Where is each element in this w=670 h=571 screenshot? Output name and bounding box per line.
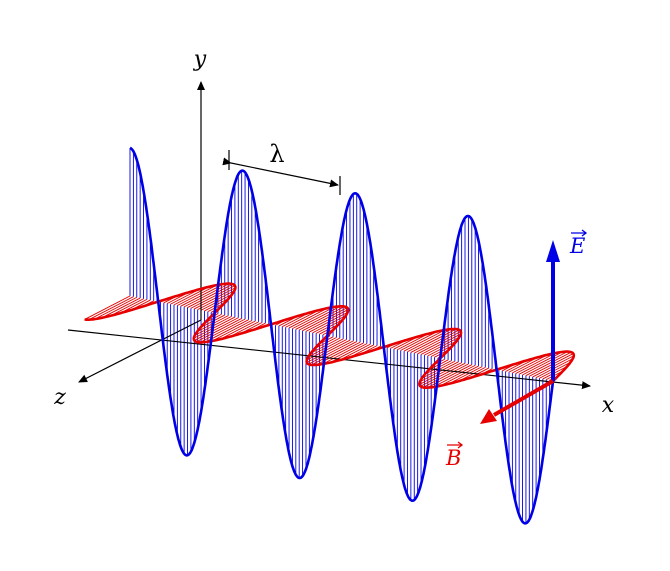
magnetic-hatch-line [196,318,242,343]
magnetic-hatch-line [311,341,357,366]
magnetic-hatch-line [542,366,568,380]
magnetic-hatch-line [432,364,476,388]
magnetic-hatch-line [298,306,345,331]
magnetic-hatch-line [211,320,253,342]
magnetic-hatch-line [419,362,462,385]
wavelength-label: λ [269,140,284,168]
magnetic-hatch-line [308,340,354,365]
magnetic-hatch-line [305,309,349,332]
x-axis-label: x [602,393,615,418]
magnetic-hatch-line [183,283,230,308]
magnetic-hatch-line [414,329,460,354]
magnetic-hatch-line [110,298,144,317]
svg-text:E: E [569,234,585,258]
magnetic-field-label: B [445,441,464,470]
magnetic-hatch-line [88,296,134,321]
magnetic-hatch-line [410,328,457,353]
electric-field-label: E [569,229,588,258]
magnetic-hatch-line [199,318,246,343]
magnetic-hatch-line [190,285,236,309]
z-axis-label: z [53,385,66,410]
magnetic-hatch-line [515,352,556,374]
magnetic-hatch-line [302,307,348,332]
magnetic-hatch-line [440,365,479,387]
magnetic-hatch-line [322,342,364,365]
wavelength-indicator: λ [222,140,341,195]
magnetic-hatch-line [220,320,256,340]
magnetic-field-vector [480,379,554,424]
y-axis-label: y [193,47,207,72]
magnetic-hatch-line [193,316,236,339]
magnetic-hatch-line [187,283,234,308]
magnetic-hatch-line [422,363,469,388]
magnetic-hatch-line [101,297,141,319]
magnetic-hatch-line [400,331,438,351]
magnetic-hatch-line [329,343,368,363]
magnetic-hatch-line [173,286,210,306]
x-axis [67,329,591,390]
magnetic-hatch-line [403,329,446,352]
magnetic-hatch-line [525,351,572,376]
magnetic-hatch-line [84,295,131,320]
magnetic-hatch-line [426,364,472,389]
magnetic-hatch-line [518,351,563,375]
magnetic-hatch-line [448,366,483,385]
magnetic-hatch-line [417,331,462,355]
magnetic-hatch-line [194,317,239,341]
magnetic-hatch-line [288,307,328,329]
magnetic-hatch-line [295,305,341,330]
magnetic-hatch-line [94,296,137,320]
magnetic-hatch-line [420,362,466,387]
z-axis [78,319,202,383]
magnetic-hatch-line [512,354,548,374]
magnetic-hatch-line [306,339,351,363]
electric-field-curve [129,146,555,525]
electric-field-vector [546,240,560,381]
electric-field-hatching [129,148,551,524]
magnetic-field-curve [84,282,576,389]
magnetic-hatch-line [177,284,218,306]
magnetic-hatch-line [522,351,568,376]
magnetic-hatch-line [285,309,319,328]
magnetic-hatch-line [292,306,335,330]
svg-text:B: B [445,446,461,470]
